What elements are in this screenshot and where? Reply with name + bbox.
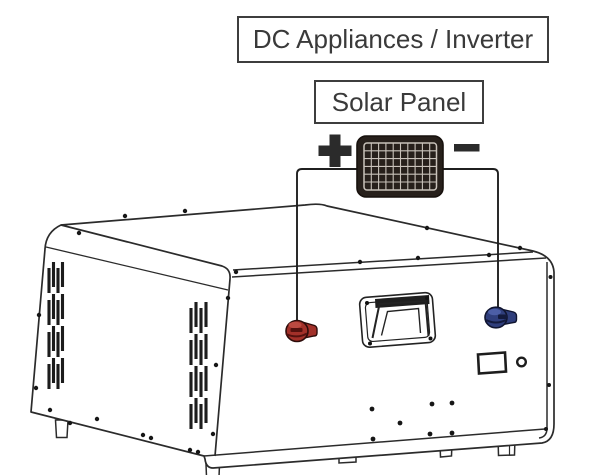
screw-icon xyxy=(427,431,433,437)
negative-wire xyxy=(443,168,499,309)
screw-icon xyxy=(67,420,73,426)
wires xyxy=(296,168,499,321)
vent-grille-icon-right xyxy=(189,302,208,432)
dc-appliances-label-border xyxy=(237,16,549,63)
handle-screws xyxy=(365,296,433,346)
screw-icon xyxy=(424,225,430,231)
screw-icon xyxy=(122,213,128,219)
screw-icon xyxy=(429,401,435,407)
screw-icon xyxy=(36,312,42,318)
screw-icon xyxy=(369,406,375,412)
screw-icon xyxy=(357,259,363,265)
positive-terminal-shade xyxy=(285,332,308,338)
screw-icon xyxy=(76,230,82,236)
negative-terminal-icon xyxy=(484,306,518,329)
screw-icon xyxy=(182,208,188,214)
solar-panel-icon xyxy=(356,135,444,198)
screw-icon xyxy=(544,427,548,431)
solar-panel-label-box: Solar Panel xyxy=(314,80,484,124)
handle-loop-inner xyxy=(380,307,422,336)
box-left-rim-line xyxy=(45,246,229,291)
box-left-ridge-and-front-edge xyxy=(60,224,231,457)
negative-terminal-slot xyxy=(498,314,507,319)
screw-icon xyxy=(370,436,376,442)
indicator-icon xyxy=(516,356,528,368)
minus-icon xyxy=(454,144,480,152)
positive-terminal-slot xyxy=(290,328,303,332)
screws xyxy=(33,208,553,455)
solar-panel-grid xyxy=(364,143,437,190)
handle-grip xyxy=(375,295,430,308)
dc-appliances-label: DC Appliances / Inverter xyxy=(253,24,534,54)
screw-icon xyxy=(47,407,53,413)
foot-left-side xyxy=(54,419,69,439)
screw-icon xyxy=(225,295,231,301)
box-front-rim-upper xyxy=(232,251,534,271)
dc-appliances-label-box: DC Appliances / Inverter xyxy=(237,16,549,63)
screw-icon xyxy=(187,447,193,453)
plus-icon xyxy=(318,134,352,167)
screw-icon xyxy=(213,362,219,368)
positive-terminal-highlight xyxy=(288,321,302,329)
vent-grille-icon-left xyxy=(47,262,65,390)
negative-terminal-shade xyxy=(485,319,507,324)
screw-icon xyxy=(449,400,455,406)
screw-icon xyxy=(233,269,239,275)
switch-icon xyxy=(476,351,508,375)
screw-icon xyxy=(140,432,146,438)
screw-icon xyxy=(548,275,553,279)
negative-terminal-highlight xyxy=(488,308,501,316)
screw-icon xyxy=(33,385,39,391)
screw-icon xyxy=(449,430,455,436)
carry-handle-icon xyxy=(358,291,437,349)
handle-loop-outer xyxy=(371,299,430,339)
positive-terminal-icon xyxy=(285,319,318,343)
screw-icon xyxy=(195,449,201,455)
screw-icon xyxy=(547,383,551,387)
box-front-rim-lower xyxy=(231,257,547,278)
solar-panel-label: Solar Panel xyxy=(332,87,466,117)
screw-icon xyxy=(415,255,421,261)
screw-icon xyxy=(148,435,154,441)
positive-wire xyxy=(296,168,357,321)
screw-icon xyxy=(210,431,216,437)
screw-icon xyxy=(486,252,492,258)
screw-icon xyxy=(94,416,100,422)
screw-icon xyxy=(397,420,403,426)
solar-panel-label-border xyxy=(314,80,484,124)
box-front-bottom-edge xyxy=(203,428,546,457)
screw-icon xyxy=(517,245,523,251)
